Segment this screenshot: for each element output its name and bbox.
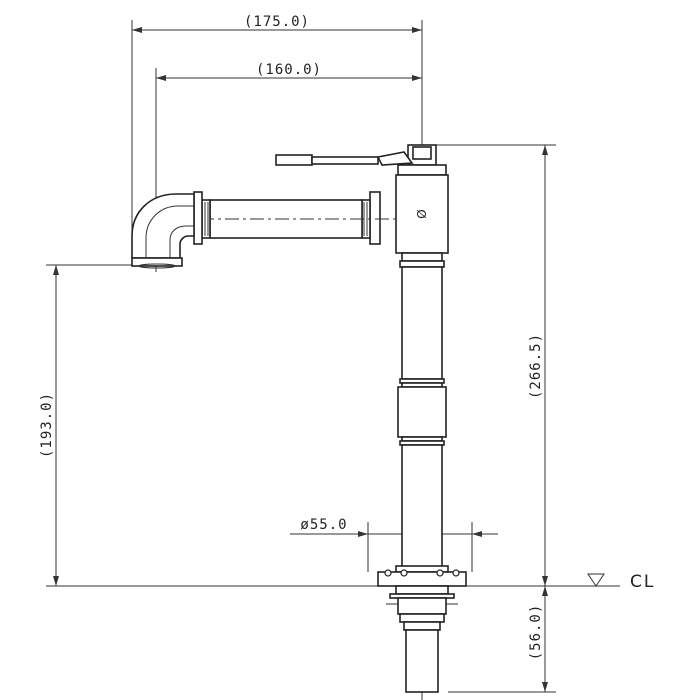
dimension-spout-reach: (160.0): [155, 62, 422, 272]
arrowhead-left-55: [358, 531, 368, 537]
elbow-inner-line-2: [169, 225, 194, 258]
lever-tip: [275, 154, 313, 166]
spout-flange-left: [193, 191, 203, 245]
flange-bolt: [400, 569, 408, 577]
flange-bolt: [452, 569, 460, 577]
faucet-body: Ø: [131, 136, 467, 700]
elbow-inner-line: [145, 205, 194, 258]
counter-line: CL: [46, 572, 655, 592]
mount-washer: [395, 585, 449, 595]
supply-shank: [405, 629, 439, 693]
arrowhead-top-193: [53, 265, 59, 275]
aerator-outlet: [138, 263, 176, 269]
lower-riser-pipe: [401, 444, 443, 569]
dimension-below-counter: (56.0): [448, 586, 556, 693]
neck-ring: [401, 252, 443, 262]
flange-bolt: [436, 569, 444, 577]
spout-nut-left: [201, 199, 211, 239]
dimension-label-266: (266.5): [528, 333, 544, 399]
level-triangle-icon: [587, 573, 605, 587]
dimension-label-160: (160.0): [256, 62, 322, 78]
aerator: [131, 257, 183, 267]
arrowhead-left-160: [156, 75, 166, 81]
lock-nut: [399, 613, 445, 623]
arrowhead-top-266: [542, 145, 548, 155]
flange-bolt: [384, 569, 392, 577]
dimension-label-56: (56.0): [528, 604, 544, 661]
dimension-overall-reach: (175.0): [131, 14, 423, 236]
dimension-spout-height: (193.0): [39, 264, 150, 586]
arrowhead-bottom-266: [542, 576, 548, 586]
arrowhead-left-175: [132, 27, 142, 33]
shank-collar: [403, 621, 441, 631]
arrowhead-bottom-193: [53, 576, 59, 586]
mount-nut: [397, 597, 447, 615]
upper-riser-pipe: [401, 266, 443, 380]
arrowhead-right-175: [412, 27, 422, 33]
arrowhead-top-56: [542, 586, 548, 596]
neck-ring-2: [399, 260, 445, 268]
lever-arm: [311, 156, 379, 165]
spout-flange-right: [369, 191, 381, 245]
dimension-total-height: (266.5): [436, 144, 556, 586]
lever-joint: [376, 151, 414, 166]
handle-marking: Ø: [415, 209, 429, 218]
arrowhead-right-55: [472, 531, 482, 537]
dimension-base-diameter: ø55.0: [290, 517, 498, 572]
dimension-label-55: ø55.0: [300, 517, 347, 533]
dimension-label-193: (193.0): [39, 392, 55, 458]
arrowhead-bottom-56: [542, 682, 548, 692]
arrowhead-right-160: [412, 75, 422, 81]
valve-body: [395, 174, 449, 254]
middle-coupling: [397, 386, 447, 438]
handle-cap-inner: [412, 146, 432, 160]
centerline-label: CL: [630, 572, 655, 592]
valve-collar: [397, 164, 447, 176]
dimension-label-175: (175.0): [244, 14, 310, 30]
